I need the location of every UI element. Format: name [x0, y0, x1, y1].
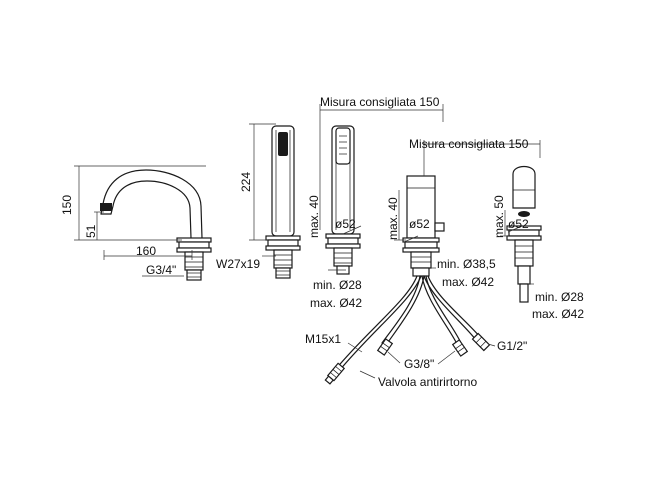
- label-150-height: 150: [60, 195, 74, 215]
- label-max40-mixer: max. 40: [386, 197, 400, 240]
- label-max42-mixer: max. Ø42: [442, 275, 494, 289]
- diverter: [506, 165, 542, 303]
- mixer-dimensions: [394, 140, 541, 269]
- spout-dimensions: [74, 165, 206, 277]
- hose-leaders: [347, 342, 496, 379]
- label-max42-diverter: max. Ø42: [532, 307, 584, 321]
- hand-shower-dimensions: [249, 123, 276, 257]
- label-d52-holder: ø52: [335, 217, 356, 231]
- label-min28-holder: min. Ø28: [313, 278, 362, 292]
- label-misura-consigliata-1: Misura consigliata 150: [320, 95, 440, 109]
- mixer: [402, 175, 445, 277]
- spout: [100, 169, 212, 281]
- label-min28-diverter: min. Ø28: [535, 290, 584, 304]
- diverter-dimensions: [500, 210, 534, 285]
- shower-holder: [325, 125, 361, 275]
- label-g3-8: G3/8": [404, 357, 434, 371]
- label-g1-2: G1/2": [497, 339, 527, 353]
- label-d52-mixer: ø52: [409, 217, 430, 231]
- dimension-labels: 150 51 160 G3/4" 224 W27x19 Misura consi…: [60, 95, 584, 389]
- label-max40-holder: max. 40: [307, 195, 321, 238]
- label-w27x19: W27x19: [216, 257, 260, 271]
- label-d52-diverter: ø52: [508, 217, 529, 231]
- label-160: 160: [136, 244, 156, 258]
- flexible-hoses: [324, 275, 491, 385]
- label-max42-holder: max. Ø42: [310, 296, 362, 310]
- label-51: 51: [84, 224, 98, 238]
- label-g3-4: G3/4": [146, 263, 176, 277]
- label-m15x1: M15x1: [305, 332, 341, 346]
- label-224: 224: [239, 172, 253, 192]
- label-max50: max. 50: [492, 195, 506, 238]
- label-misura-consigliata-2: Misura consigliata 150: [409, 137, 529, 151]
- label-min38-5: min. Ø38,5: [437, 257, 496, 271]
- hand-shower: [265, 125, 301, 279]
- shower-holder-dimensions: [319, 104, 444, 271]
- label-valvola-antiritorno: Valvola antirirtorno: [378, 375, 477, 389]
